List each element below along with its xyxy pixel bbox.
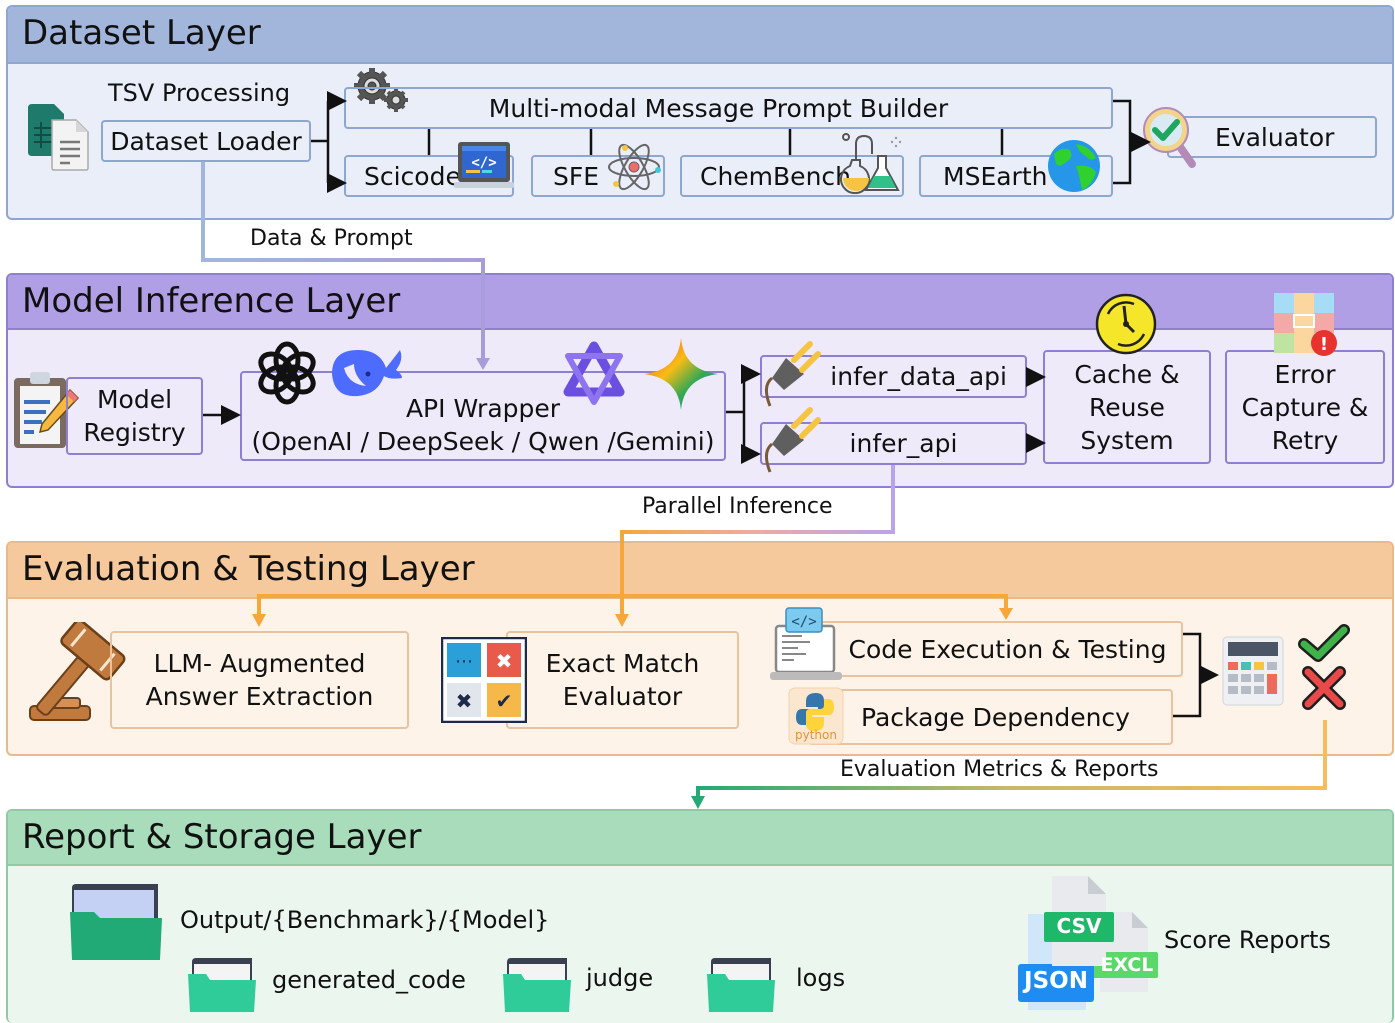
svg-text:⋯: ⋯ — [455, 651, 473, 672]
clipboard-pencil-icon — [12, 368, 80, 452]
evaluation-layer-header: Evaluation & Testing Layer — [8, 543, 1392, 599]
svg-text:!: ! — [1320, 334, 1328, 355]
exact-match-box[interactable]: Exact Match Evaluator — [506, 631, 739, 729]
gemini-logo-icon — [642, 336, 720, 412]
report-files-icon: CSV EXCL JSON — [1016, 872, 1162, 1012]
laptop-code-icon: </> — [770, 606, 842, 682]
infer-data-api-label: infer_data_api — [830, 362, 1007, 391]
benchmark-chembench-label: ChemBench — [700, 161, 852, 191]
plug-icon — [760, 406, 822, 476]
svg-text:✖: ✖ — [456, 689, 473, 713]
error-retry-box[interactable]: Error Capture & Retry — [1225, 350, 1385, 464]
score-reports-label: Score Reports — [1164, 926, 1331, 954]
cache-label-line3: System — [1080, 425, 1174, 455]
file-type-json: JSON — [1024, 968, 1088, 994]
svg-text:✖: ✖ — [496, 649, 513, 673]
qwen-logo-icon — [560, 340, 628, 408]
openai-logo-icon — [254, 340, 320, 406]
cache-label-line2: Reuse — [1089, 392, 1165, 422]
file-type-csv: CSV — [1056, 914, 1102, 938]
python-logo-icon: python — [788, 687, 844, 745]
folder-icon — [707, 956, 775, 1012]
model-registry-box[interactable]: Model Registry — [66, 377, 203, 455]
model-registry-label-line2: Registry — [83, 418, 186, 447]
evaluation-layer-title: Evaluation & Testing Layer — [22, 549, 475, 589]
exact-match-line1: Exact Match — [545, 649, 700, 678]
llm-extraction-box[interactable]: LLM- Augmented Answer Extraction — [110, 631, 409, 729]
dataset-loader-label: Dataset Loader — [110, 126, 302, 156]
error-label-line2: Capture & — [1241, 392, 1369, 422]
inference-layer-header: Model Inference Layer — [8, 275, 1392, 330]
infer-data-api-box[interactable]: infer_data_api — [760, 355, 1027, 398]
cache-label-line1: Cache & — [1074, 359, 1180, 389]
atom-icon — [606, 140, 662, 194]
report-layer-title: Report & Storage Layer — [22, 817, 422, 857]
dataset-loader-box[interactable]: Dataset Loader — [101, 120, 311, 162]
spreadsheet-document-icon — [26, 102, 102, 172]
benchmark-msearth-label: MSEarth — [943, 161, 1048, 191]
svg-text:✔: ✔ — [496, 689, 513, 713]
calculator-icon — [1222, 636, 1284, 706]
svg-text:</>: </> — [471, 155, 496, 171]
deepseek-whale-icon — [328, 344, 408, 404]
data-prompt-label: Data & Prompt — [250, 226, 413, 251]
evaluator-box[interactable]: Evaluator — [1167, 116, 1377, 158]
infer-api-label: infer_api — [849, 429, 958, 458]
inference-layer-title: Model Inference Layer — [22, 281, 401, 321]
api-wrapper-providers: (OpenAI / DeepSeek / Qwen /Gemini) — [251, 427, 715, 456]
error-label-line1: Error — [1274, 359, 1336, 389]
dataset-layer-title: Dataset Layer — [22, 13, 261, 53]
api-wrapper-title: API Wrapper — [405, 394, 561, 423]
benchmark-chembench-box[interactable]: ChemBench — [680, 155, 904, 197]
dataset-layer-header: Dataset Layer — [8, 7, 1392, 64]
folder-logs-label: logs — [796, 964, 846, 992]
evaluator-label: Evaluator — [1215, 122, 1335, 152]
exact-match-line2: Evaluator — [562, 682, 683, 711]
benchmark-scicode-label: Scicode — [364, 161, 461, 191]
llm-extraction-line1: LLM- Augmented — [153, 649, 366, 678]
code-laptop-icon: </> — [452, 140, 516, 192]
folder-judge-label: judge — [586, 964, 654, 992]
error-block-icon: ! — [1274, 293, 1340, 359]
code-execution-box[interactable]: Code Execution & Testing — [816, 621, 1183, 677]
globe-icon — [1046, 138, 1102, 194]
cross-mark-icon — [1300, 666, 1348, 710]
clock-icon — [1094, 292, 1158, 356]
llm-extraction-line2: Answer Extraction — [145, 682, 374, 711]
folder-generated-code-label: generated_code — [272, 966, 466, 994]
parallel-inference-label: Parallel Inference — [642, 494, 833, 519]
package-dependency-box[interactable]: Package Dependency — [808, 689, 1173, 745]
benchmark-sfe-label: SFE — [553, 161, 600, 191]
file-type-excl: EXCL — [1100, 954, 1154, 976]
folder-icon — [503, 956, 571, 1012]
code-execution-label: Code Execution & Testing — [848, 634, 1167, 664]
folder-icon — [188, 956, 256, 1012]
match-grid-icon: ⋯ ✖ ✖ ✔ — [440, 636, 528, 724]
folder-open-icon — [70, 882, 162, 962]
gavel-icon — [24, 619, 144, 722]
output-path-label: Output/{Benchmark}/{Model} — [180, 906, 550, 934]
gears-icon — [350, 66, 412, 114]
api-wrapper-box[interactable]: API Wrapper (OpenAI / DeepSeek / Qwen /G… — [240, 371, 726, 461]
python-logo-label: python — [795, 728, 837, 742]
cache-reuse-box[interactable]: Cache & Reuse System — [1043, 350, 1211, 464]
check-mark-icon — [1298, 624, 1350, 664]
prompt-builder-box[interactable]: Multi-modal Message Prompt Builder — [344, 87, 1113, 129]
package-dependency-label: Package Dependency — [861, 702, 1130, 732]
prompt-builder-label: Multi-modal Message Prompt Builder — [488, 93, 949, 123]
tsv-processing-label: TSV Processing — [108, 79, 291, 107]
benchmark-msearth-box[interactable]: MSEarth — [919, 155, 1113, 197]
metrics-reports-label: Evaluation Metrics & Reports — [840, 757, 1159, 782]
chemistry-flask-icon — [838, 130, 904, 194]
infer-api-box[interactable]: infer_api — [760, 422, 1027, 465]
svg-text:</>: </> — [791, 614, 816, 630]
model-registry-label-line1: Model — [96, 385, 173, 414]
report-layer-header: Report & Storage Layer — [8, 811, 1392, 866]
plug-icon — [760, 340, 822, 410]
benchmark-sfe-box[interactable]: SFE — [531, 155, 665, 197]
magnifier-check-icon — [1140, 104, 1200, 170]
error-label-line3: Retry — [1271, 425, 1339, 455]
